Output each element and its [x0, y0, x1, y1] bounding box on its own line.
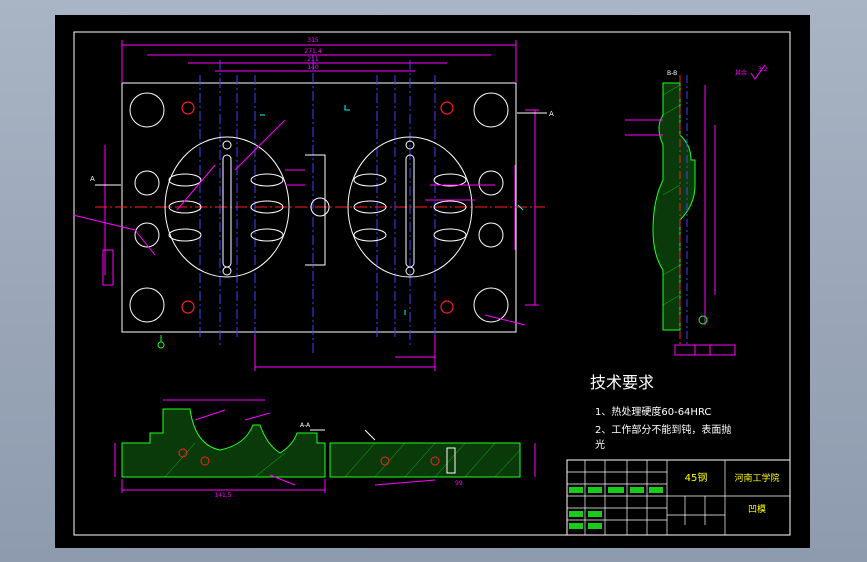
tech-req-item-2: 2、工作部分不能到钝，表面抛	[595, 423, 731, 436]
title-block-school: 河南工学院	[734, 472, 779, 484]
cad-viewport[interactable]: 315 271.4 211 140 A A B-B	[55, 15, 810, 548]
section-mark-a-right: A	[549, 110, 554, 118]
tech-req-item-1: 1、热处理硬度60-64HRC	[595, 405, 711, 418]
title-block-part-name: 凹模	[748, 504, 766, 515]
section-bb-view: B-B 其余 3.2	[625, 64, 768, 356]
tech-req-title: 技术要求	[590, 373, 654, 392]
title-block-material: 45钢	[685, 471, 708, 484]
section-aa-label: A-A	[300, 422, 311, 429]
roughness-value: 3.2	[758, 66, 768, 73]
dim-centre-distance: 140	[307, 64, 319, 71]
dim-bottom-length: 141.5	[214, 492, 231, 499]
tech-requirements: 技术要求 1、热处理硬度60-64HRC 2、工作部分不能到钝，表面抛 光	[590, 373, 731, 451]
roughness-other-label: 其余	[735, 69, 747, 77]
cad-drawing: 315 271.4 211 140 A A B-B	[72, 31, 791, 536]
plan-view: 315 271.4 211 140 A A	[72, 37, 554, 371]
section-bb-label: B-B	[667, 70, 677, 77]
dim-overall-width: 315	[307, 37, 319, 44]
tech-req-item-2-cont: 光	[595, 438, 605, 451]
outer-frame	[73, 31, 791, 536]
dim-bottom-right: 99	[455, 480, 463, 487]
section-aa-view: A-A	[114, 399, 536, 499]
title-block: 45钢 河南工学院 凹模	[566, 459, 791, 536]
dim-pitch-2: 211	[307, 56, 319, 63]
dim-pitch: 271.4	[304, 48, 321, 55]
section-mark-a-left: A	[90, 175, 95, 183]
